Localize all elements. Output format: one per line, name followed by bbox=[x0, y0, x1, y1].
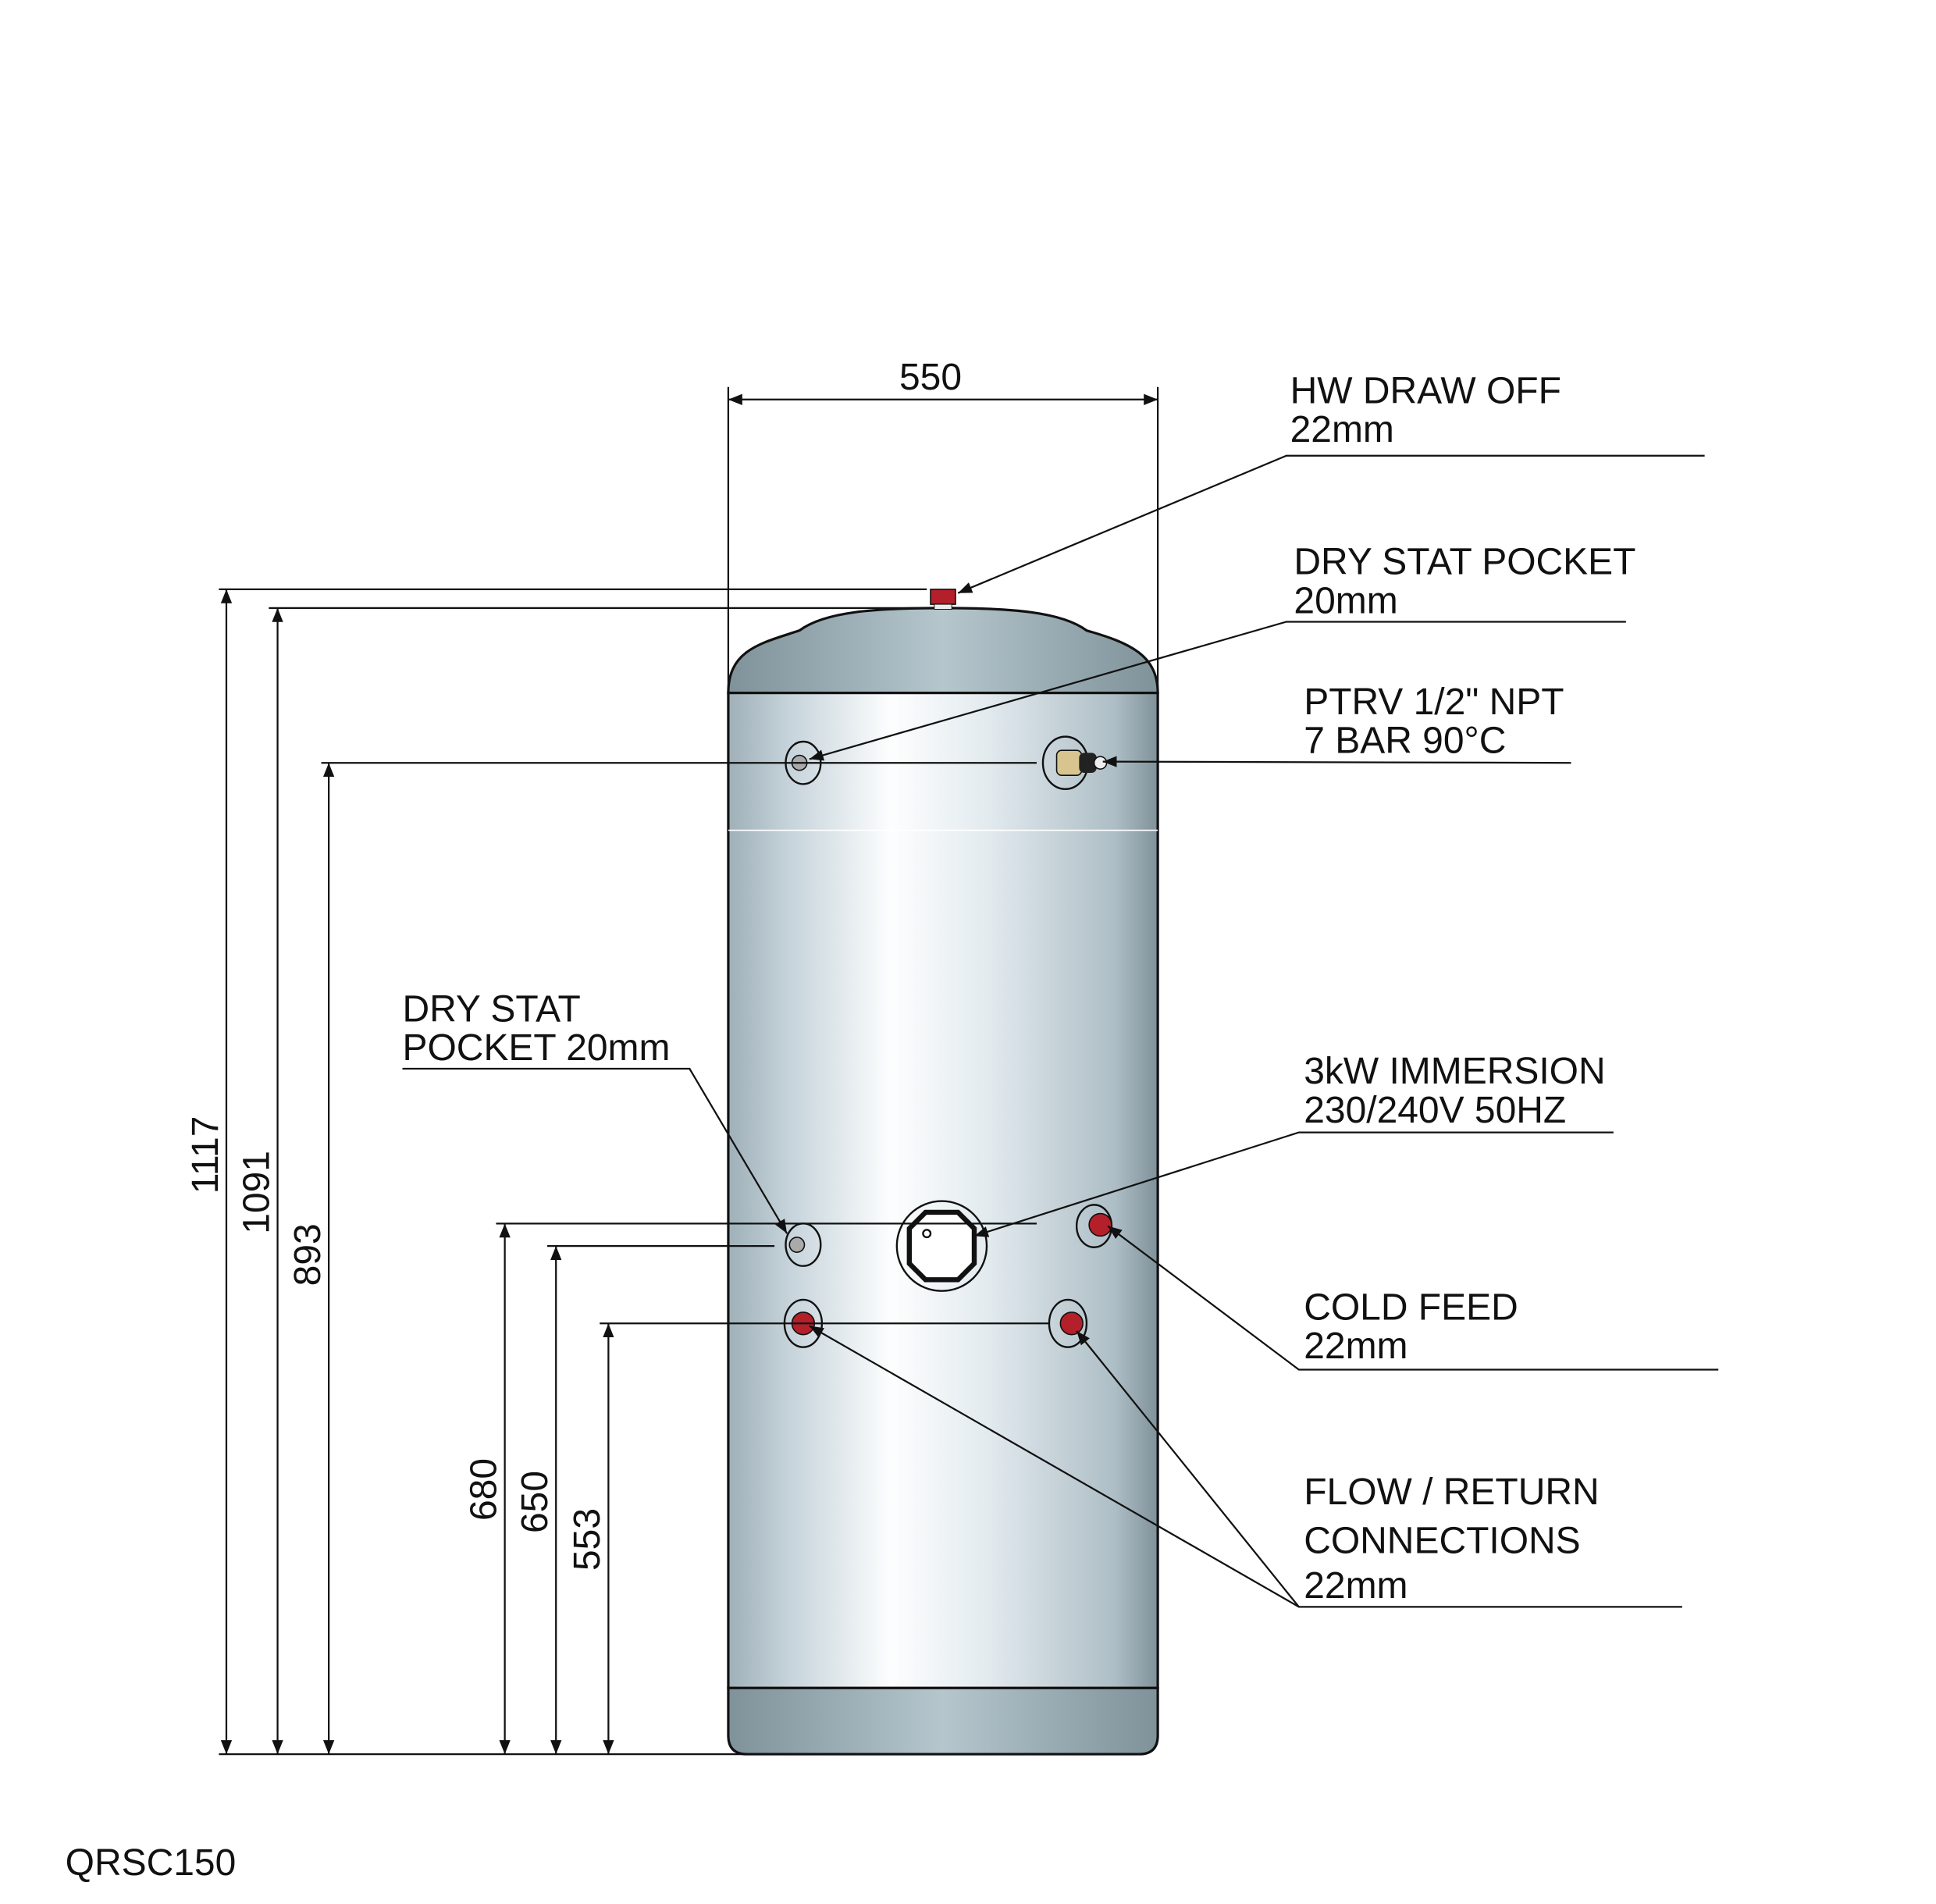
model-name: QRSC150 bbox=[66, 1842, 237, 1884]
cylinder-tank bbox=[727, 589, 1159, 1756]
ptrv-fitting bbox=[1041, 735, 1108, 790]
svg-text:COLD FEED: COLD FEED bbox=[1304, 1287, 1518, 1329]
leader-lines bbox=[402, 454, 1719, 1608]
svg-text:20mm: 20mm bbox=[1294, 580, 1397, 621]
label-dry-stat-lower: DRY STAT POCKET 20mm bbox=[402, 988, 670, 1069]
svg-text:7 BAR 90°C: 7 BAR 90°C bbox=[1304, 720, 1506, 761]
svg-text:230/240V 50HZ: 230/240V 50HZ bbox=[1304, 1090, 1566, 1131]
height-680: 680 bbox=[463, 1458, 504, 1521]
svg-text:PTRV 1/2" NPT: PTRV 1/2" NPT bbox=[1304, 682, 1564, 723]
label-immersion: 3kW IMMERSION 230/240V 50HZ bbox=[1304, 1051, 1605, 1131]
fittings bbox=[783, 735, 1113, 1348]
height-1091: 1091 bbox=[236, 1151, 277, 1234]
dimension-lines bbox=[219, 386, 1159, 1756]
label-ptrv: PTRV 1/2" NPT 7 BAR 90°C bbox=[1304, 682, 1564, 762]
height-553: 553 bbox=[567, 1508, 608, 1571]
label-hw-draw-off: HW DRAW OFF 22mm bbox=[1290, 371, 1561, 451]
svg-text:HW DRAW OFF: HW DRAW OFF bbox=[1290, 371, 1561, 412]
tank-body bbox=[727, 692, 1159, 1689]
tank-base bbox=[727, 1686, 1159, 1756]
height-1117: 1117 bbox=[185, 1116, 226, 1194]
width-dimension: 550 bbox=[899, 357, 962, 398]
immersion-boss bbox=[895, 1200, 988, 1292]
label-cold-feed: COLD FEED 22mm bbox=[1304, 1287, 1518, 1368]
svg-text:DRY STAT POCKET: DRY STAT POCKET bbox=[1294, 542, 1635, 583]
label-dry-stat-top: DRY STAT POCKET 20mm bbox=[1294, 542, 1635, 622]
svg-text:22mm: 22mm bbox=[1304, 1326, 1408, 1367]
svg-text:22mm: 22mm bbox=[1304, 1565, 1408, 1607]
svg-text:DRY STAT: DRY STAT bbox=[402, 988, 580, 1030]
svg-text:POCKET 20mm: POCKET 20mm bbox=[402, 1027, 670, 1069]
tank-top-dome bbox=[727, 607, 1159, 695]
height-650: 650 bbox=[514, 1471, 556, 1533]
label-flow-return: FLOW / RETURN CONNECTIONS 22mm bbox=[1304, 1472, 1599, 1607]
hw-draw-off-fitting bbox=[930, 589, 956, 605]
svg-text:CONNECTIONS: CONNECTIONS bbox=[1304, 1521, 1580, 1562]
svg-text:FLOW / RETURN: FLOW / RETURN bbox=[1304, 1472, 1599, 1513]
svg-text:3kW IMMERSION: 3kW IMMERSION bbox=[1304, 1051, 1605, 1092]
svg-text:22mm: 22mm bbox=[1290, 409, 1394, 450]
height-893: 893 bbox=[287, 1223, 329, 1286]
